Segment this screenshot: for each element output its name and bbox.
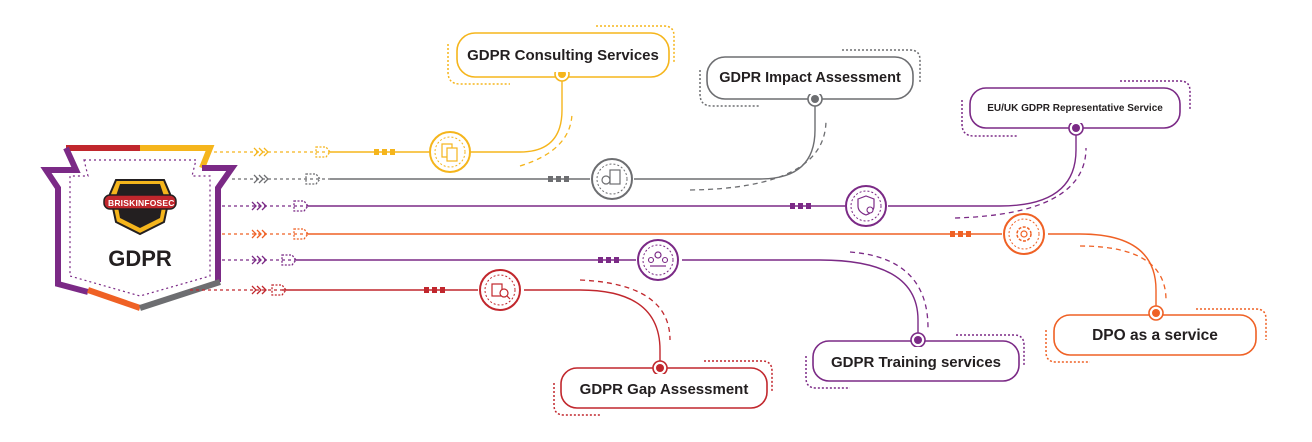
briskinfosec-logo	[103, 179, 177, 236]
assessment-clipboard-icon	[591, 158, 633, 200]
parallel-consulting	[519, 111, 573, 167]
route-representative	[308, 128, 1077, 207]
dots-gap	[424, 287, 445, 293]
badge-inner-dotted	[69, 159, 211, 297]
training-group-icon	[637, 239, 679, 281]
service-label-representative[interactable]: EU/UK GDPR Representative Service	[975, 93, 1175, 123]
chevrons-gap	[251, 284, 287, 296]
parallel-impact	[689, 119, 827, 191]
route-dashed-parallels	[519, 111, 1167, 341]
route-gap	[282, 289, 661, 368]
feed-chevrons	[251, 146, 331, 296]
dots-dpo	[950, 231, 971, 237]
badge-bottom-grey	[139, 279, 221, 311]
dots-consulting	[374, 149, 395, 155]
dots-impact	[548, 176, 569, 182]
chevrons-consulting	[253, 146, 331, 158]
badge-left-purple	[40, 146, 89, 295]
feed-lines	[190, 151, 330, 291]
parallel-dpo	[1079, 245, 1167, 301]
route-consulting	[330, 76, 563, 153]
route-triple-dots	[374, 149, 971, 293]
icon-circles	[429, 131, 1045, 311]
dots-training	[598, 257, 619, 263]
route-impact	[330, 100, 816, 180]
shield-user-icon	[845, 185, 887, 227]
service-label-gap[interactable]: GDPR Gap Assessment	[566, 374, 762, 404]
badge-bottom-orange	[87, 287, 141, 311]
parallel-training	[849, 251, 929, 329]
chevrons-impact	[253, 173, 321, 185]
logo-text: BRISKINFOSEC	[108, 198, 175, 208]
service-label-consulting[interactable]: GDPR Consulting Services	[462, 38, 664, 72]
parallel-gap	[579, 279, 671, 341]
route-lines	[282, 76, 1157, 368]
dots-representative	[790, 203, 811, 209]
service-label-impact[interactable]: GDPR Impact Assessment	[712, 62, 908, 94]
chevrons-dpo	[251, 228, 309, 240]
badge-right-purple	[202, 165, 238, 282]
documents-icon	[429, 131, 471, 173]
gdpr-badge	[40, 145, 238, 311]
route-training	[296, 259, 919, 340]
badge-title: GDPR	[108, 246, 172, 271]
chevrons-training	[251, 254, 297, 266]
gap-analysis-icon	[479, 269, 521, 311]
gear-service-icon	[1003, 213, 1045, 255]
chevrons-representative	[251, 200, 309, 212]
parallel-representative	[954, 147, 1087, 219]
service-label-dpo[interactable]: DPO as a service	[1062, 321, 1248, 351]
route-dpo	[308, 233, 1157, 312]
service-label-training[interactable]: GDPR Training services	[818, 347, 1014, 377]
badge-top-yellow	[140, 145, 215, 170]
